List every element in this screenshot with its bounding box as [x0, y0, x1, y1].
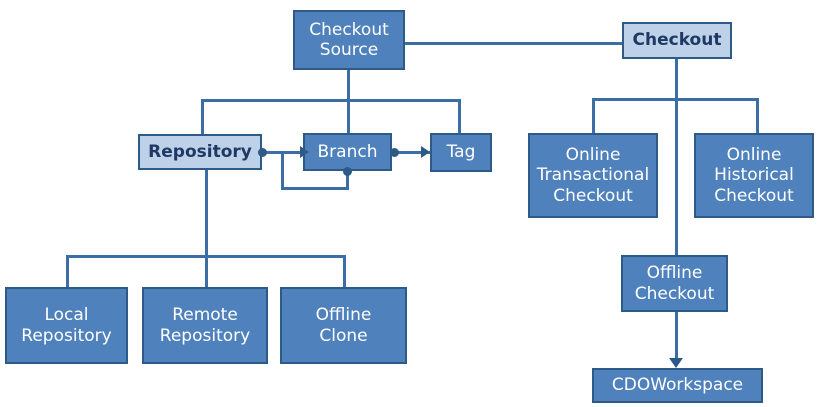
node-repository-label: Repository [148, 141, 252, 162]
node-local-repository-label: Local Repository [21, 305, 112, 346]
node-online-transactional-checkout[interactable]: Online Transactional Checkout [528, 133, 658, 218]
edge-branch-self-in [281, 151, 302, 154]
edge-endpoint-dot-repository [258, 148, 267, 157]
node-remote-repository[interactable]: Remote Repository [142, 287, 268, 364]
edge-bus-to-branch [347, 99, 350, 134]
node-offline-clone-label: Offline Clone [315, 305, 372, 346]
edge-bus-to-online-historical [756, 98, 759, 133]
node-tag[interactable]: Tag [430, 133, 492, 172]
edge-bus-to-tag [458, 99, 461, 134]
edge-checkout-source-to-checkout [405, 42, 624, 45]
edge-branch-self-left [281, 187, 349, 190]
node-offline-checkout[interactable]: Offline Checkout [621, 255, 728, 312]
node-online-historical-checkout[interactable]: Online Historical Checkout [694, 133, 814, 218]
edge-left-bus [201, 99, 461, 102]
node-branch-label: Branch [317, 141, 378, 162]
edge-branch-self-up [281, 151, 284, 190]
node-checkout-label: Checkout [632, 30, 722, 51]
node-online-historical-checkout-label: Online Historical Checkout [714, 145, 794, 206]
edge-checkout-bus [592, 98, 759, 101]
node-cdo-workspace[interactable]: CDOWorkspace [592, 368, 763, 403]
edge-branch-to-tag [394, 151, 430, 154]
edge-bus-to-online-transactional [592, 98, 595, 133]
edge-branch-self-down [346, 171, 349, 190]
edge-endpoint-dot-branch-self [343, 167, 352, 176]
node-branch[interactable]: Branch [303, 133, 392, 171]
edge-bus-to-repository [201, 99, 204, 134]
edge-repository-stem [205, 170, 208, 258]
node-offline-checkout-label: Offline Checkout [634, 263, 715, 304]
edge-bus-to-remote-repository [205, 255, 208, 288]
node-offline-clone[interactable]: Offline Clone [280, 287, 407, 364]
node-remote-repository-label: Remote Repository [159, 305, 251, 346]
arrowhead-repository-to-branch [300, 146, 309, 158]
node-local-repository[interactable]: Local Repository [5, 287, 128, 364]
node-online-transactional-checkout-label: Online Transactional Checkout [536, 145, 650, 206]
edge-bus-to-offline-clone [343, 255, 346, 288]
node-checkout-source-label: Checkout Source [309, 19, 389, 60]
node-cdo-workspace-label: CDOWorkspace [611, 375, 744, 396]
edge-bus-to-local-repository [66, 255, 69, 288]
edge-checkout-source-stem [347, 70, 350, 102]
arrowhead-offline-checkout-to-cdoworkspace [669, 358, 683, 368]
arrowhead-branch-to-tag [421, 146, 430, 158]
node-checkout[interactable]: Checkout [622, 22, 732, 59]
node-checkout-source[interactable]: Checkout Source [293, 10, 405, 70]
node-repository[interactable]: Repository [138, 134, 262, 170]
node-tag-label: Tag [446, 142, 476, 163]
edge-endpoint-dot-branch [390, 148, 399, 157]
edge-checkout-stem [675, 59, 678, 259]
edge-offline-checkout-to-cdoworkspace [675, 311, 678, 363]
